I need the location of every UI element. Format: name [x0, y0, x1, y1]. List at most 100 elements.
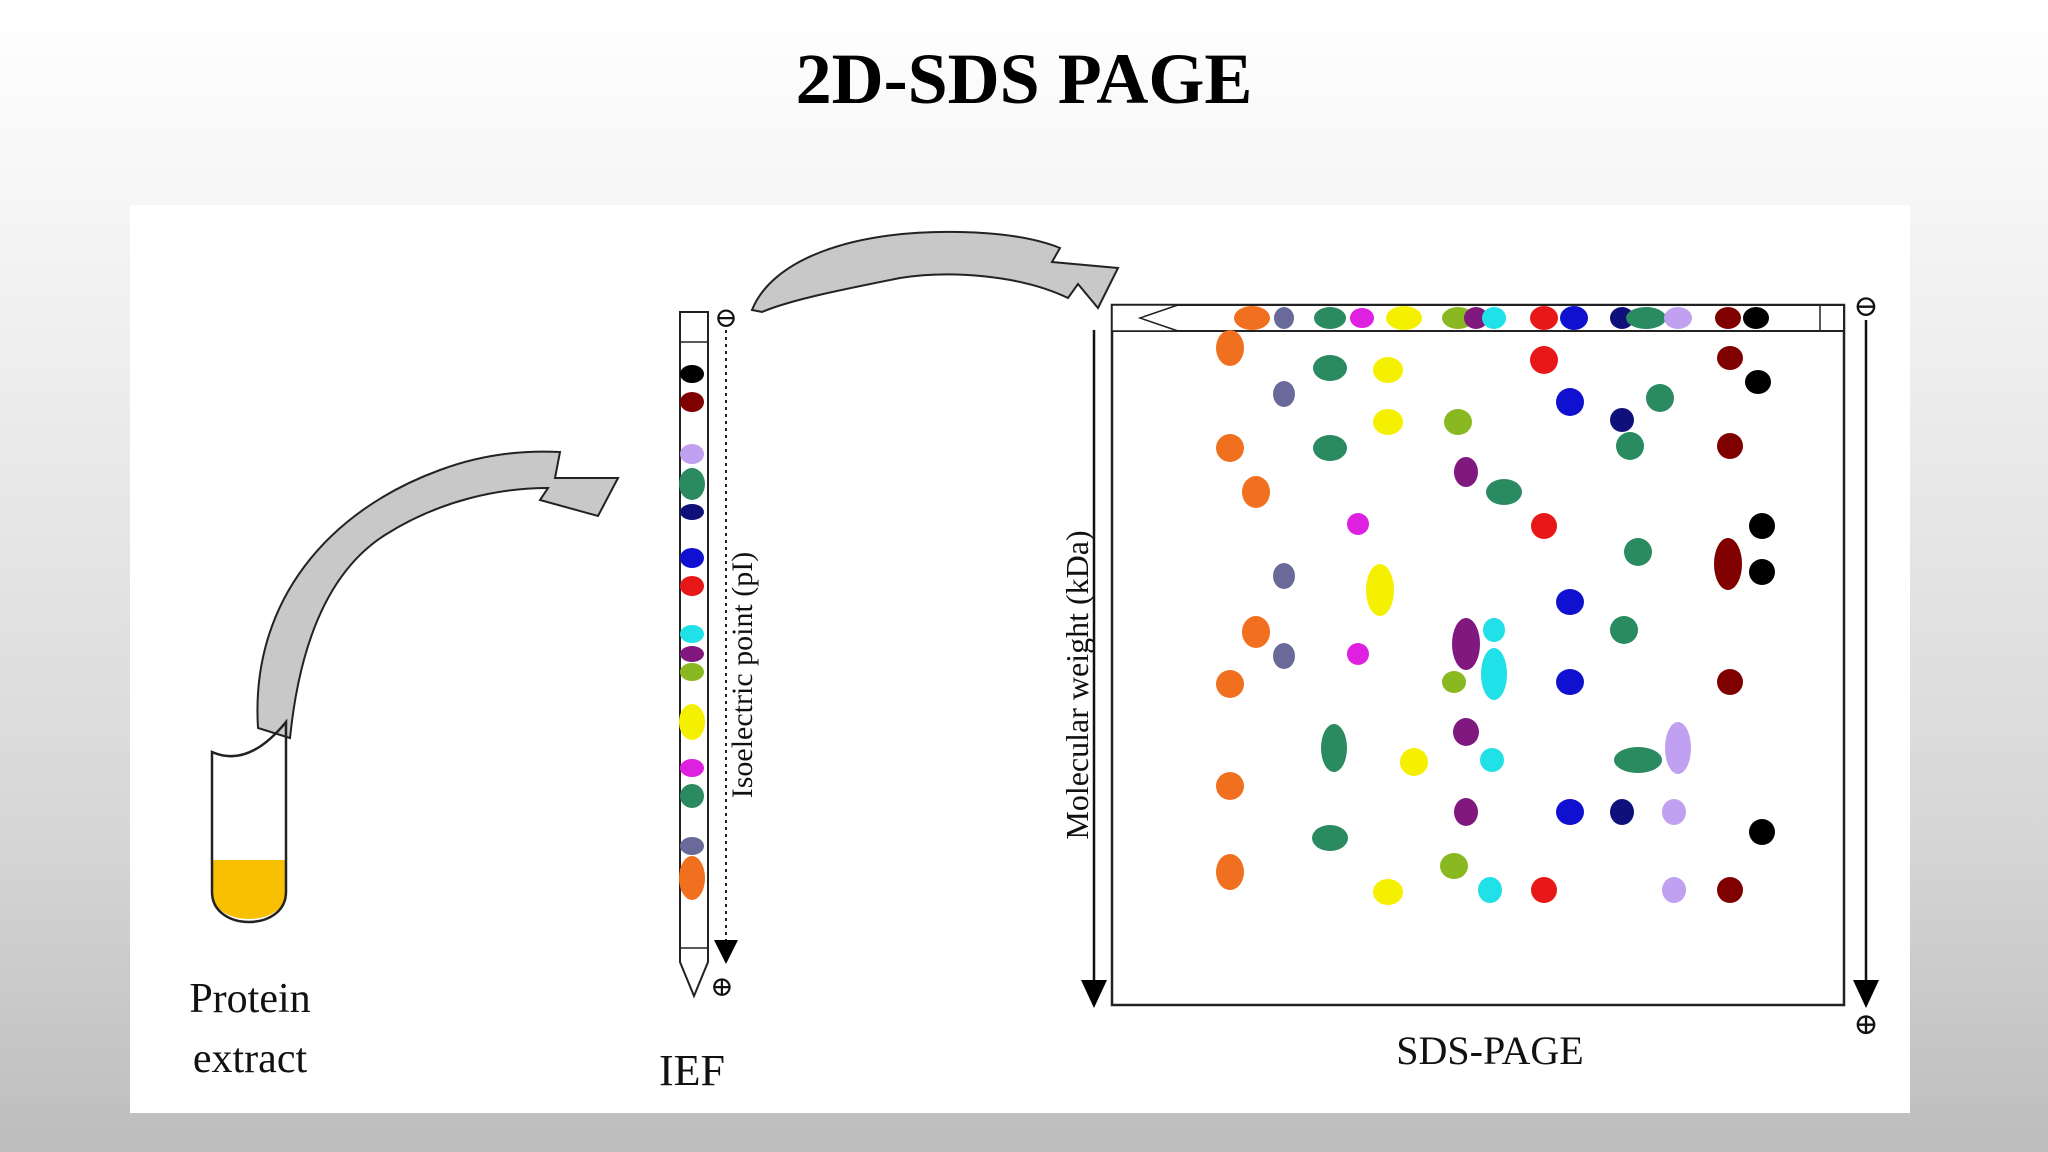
ief-band [680, 837, 704, 855]
protein-spot [1444, 409, 1472, 435]
protein-spot [1480, 748, 1504, 772]
protein-spot [1400, 748, 1428, 776]
protein-spot [1530, 346, 1558, 374]
protein-spot [1556, 388, 1584, 416]
ief-band [680, 625, 704, 643]
protein-spot [1556, 589, 1584, 615]
protein-spot [1665, 722, 1691, 774]
protein-spot [1714, 538, 1742, 590]
protein-spot [1662, 877, 1686, 903]
strip-spot [1350, 308, 1374, 328]
strip-spot [1626, 307, 1666, 329]
sds-right-axis-arrowhead [1853, 980, 1879, 1008]
ief-band [680, 663, 704, 681]
strip-spot [1464, 307, 1488, 329]
ief-band [680, 444, 704, 464]
protein-spot [1610, 408, 1634, 432]
protein-spot [1478, 877, 1502, 903]
pi-axis-positive-symbol: ⊕ [710, 972, 733, 1003]
protein-spot [1373, 357, 1403, 383]
strip-spot [1274, 307, 1294, 329]
protein-spot [1347, 643, 1369, 665]
sds-negative-symbol: ⊖ [1853, 290, 1878, 323]
protein-spot [1717, 346, 1743, 370]
strip-spot [1743, 307, 1769, 329]
protein-spot [1442, 671, 1466, 693]
protein-spot [1749, 819, 1775, 845]
protein-spot [1749, 559, 1775, 585]
protein-spot [1273, 381, 1295, 407]
ief-band [680, 759, 704, 777]
gel-spots [1216, 306, 1775, 905]
strip-spot [1530, 306, 1558, 330]
page-title: 2D-SDS PAGE [795, 39, 1253, 119]
protein-spot [1216, 854, 1244, 890]
sds-positive-symbol: ⊕ [1853, 1008, 1878, 1041]
ief-band [680, 646, 704, 662]
protein-spot [1440, 853, 1468, 879]
protein-spot [1242, 476, 1270, 508]
strip-spot [1482, 307, 1506, 329]
pi-axis-label: Isoelectric point (pI) [726, 552, 759, 799]
protein-spot [1273, 643, 1295, 669]
strip-spot [1715, 307, 1741, 329]
protein-spot [1481, 648, 1507, 700]
ief-bands [679, 365, 705, 900]
ief-band [680, 504, 704, 520]
curved-arrow-ief-to-sds [750, 230, 1120, 314]
strip-spot [1664, 307, 1692, 329]
sds-page-label: SDS-PAGE [1396, 1028, 1583, 1073]
protein-spot [1646, 384, 1674, 412]
protein-spot [1624, 538, 1652, 566]
ief-band [679, 856, 705, 900]
protein-spot [1216, 330, 1244, 366]
protein-spot [1662, 799, 1686, 825]
tube-liquid [212, 860, 286, 919]
mw-axis-label: Molecular weight (kDa) [1059, 530, 1095, 839]
protein-spot [1453, 718, 1479, 746]
protein-spot [1610, 799, 1634, 825]
test-tube [210, 718, 288, 924]
strip-spot [1234, 306, 1270, 330]
diagram-panel [130, 205, 1910, 1113]
tube-label-line1: Protein [189, 976, 310, 1022]
ief-band [679, 468, 705, 500]
curved-arrow-tube-to-ief [256, 450, 620, 740]
ief-band [679, 704, 705, 740]
protein-spot [1556, 669, 1584, 695]
protein-spot [1531, 877, 1557, 903]
ief-band [680, 392, 704, 412]
sds-gel-strip-tip [1111, 304, 1179, 332]
protein-spot [1483, 618, 1505, 642]
protein-spot [1454, 798, 1478, 826]
pi-axis-arrowhead [714, 940, 738, 964]
protein-spot [1610, 616, 1638, 644]
protein-spot [1745, 370, 1771, 394]
strip-spot [1386, 306, 1422, 330]
ief-band [680, 365, 704, 383]
protein-spot [1366, 564, 1394, 616]
protein-spot [1454, 457, 1478, 487]
protein-spot [1616, 432, 1644, 460]
protein-spot [1373, 409, 1403, 435]
protein-spot [1216, 670, 1244, 698]
protein-spot [1242, 616, 1270, 648]
protein-spot [1717, 877, 1743, 903]
protein-spot [1312, 825, 1348, 851]
ief-label: IEF [659, 1046, 725, 1095]
protein-spot [1749, 513, 1775, 539]
protein-spot [1321, 724, 1347, 772]
tube-label-line2: extract [193, 1036, 308, 1082]
protein-spot [1452, 618, 1480, 670]
ief-band [680, 784, 704, 808]
protein-spot [1313, 355, 1347, 381]
mw-axis-arrowhead [1081, 980, 1107, 1008]
strip-spot [1610, 307, 1634, 329]
protein-spot [1347, 513, 1369, 535]
protein-spot [1273, 563, 1295, 589]
protein-spot [1717, 433, 1743, 459]
protein-spot [1313, 435, 1347, 461]
ief-band [680, 548, 704, 568]
tube-outline [210, 718, 288, 924]
